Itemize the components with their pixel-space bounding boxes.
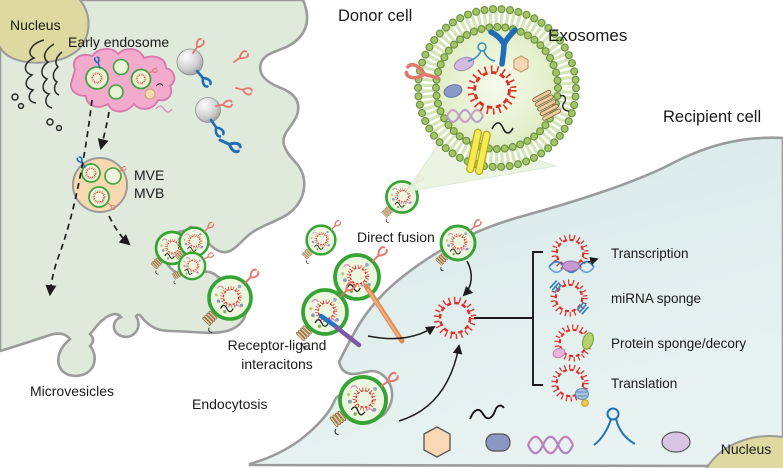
receptor-blue-icon: [488, 27, 518, 67]
label-mve: MVE: [134, 167, 164, 183]
label-receptor-ligand-2: interacitons: [241, 356, 313, 372]
lipid-bilayer: [414, 5, 580, 171]
hexagon-protein-icon: [423, 426, 451, 458]
recipient-nucleus: [705, 435, 783, 468]
membrane-protein-tan-icon: [532, 89, 562, 121]
rna-squiggle-icon: [469, 404, 505, 420]
function-item-transcription: [548, 237, 599, 274]
protein-purple-icon: [661, 431, 691, 453]
label-translation: Translation: [611, 376, 677, 391]
transport-vesicles: [176, 37, 254, 155]
cargo-rna-squiggle: [491, 122, 514, 134]
gray-vesicle: [176, 48, 204, 76]
cargo-trna-icon: [467, 42, 496, 62]
transcription-start-arrow: [587, 257, 599, 266]
function-item-translation: [554, 367, 590, 407]
label-mirna-sponge: miRNA sponge: [611, 291, 701, 306]
arrow-endo-release: [398, 344, 463, 422]
donor-nucleus: [0, 0, 90, 64]
arrow-mvb-to-release: [108, 215, 131, 246]
label-protein-sponge: Protein sponge/decory: [611, 336, 746, 351]
function-bracket: [474, 251, 543, 386]
label-transcription: Transcription: [611, 246, 689, 261]
large-exosome-detail: [403, 5, 580, 176]
gray-vesicle: [195, 97, 221, 123]
label-direct-fusion: Direct fusion: [357, 229, 435, 245]
label-receptor-ligand-1: Receptor-ligand: [228, 337, 327, 353]
function-item-mirna-sponge: [549, 281, 590, 315]
golgi-icon: [11, 39, 63, 132]
function-item-protein-sponge: [552, 327, 594, 360]
cargo-hexagon-icon: [513, 55, 529, 73]
recipient-cell-membrane: [248, 136, 783, 468]
uptake-arrows: [367, 260, 473, 422]
label-nucleus-donor: Nucleus: [10, 17, 61, 33]
label-recipient-cell: Recipient cell: [663, 108, 761, 126]
cargo-protein-blue-icon: [443, 84, 463, 98]
cargo-dna-helix-icon: [446, 109, 484, 123]
receptor-rod-purple-icon: [333, 324, 362, 348]
label-exosomes: Exosomes: [548, 26, 627, 45]
label-microvesicles: Microvesicles: [30, 383, 114, 399]
arrow-endosome-to-mvb: [97, 111, 110, 151]
channel-yellow-icon: [466, 128, 491, 176]
exosome-icon: [300, 220, 341, 264]
label-mvb: MVB: [134, 185, 164, 201]
membrane-receptors: [318, 283, 405, 348]
label-early-endosome: Early endosome: [68, 34, 169, 50]
cytoplasm-molecules: [423, 404, 691, 458]
arrow-signal-release: [367, 325, 436, 340]
label-donor-cell: Donor cell: [338, 7, 412, 25]
label-nucleus-recipient: Nucleus: [721, 441, 772, 457]
trafficking-arrows: [45, 99, 131, 297]
dna-helix-icon: [526, 435, 575, 455]
arrow-fusion-release: [462, 260, 473, 297]
trna-icon: [593, 407, 636, 446]
early-endosome-body: [70, 48, 176, 113]
mvb-body: [72, 155, 128, 213]
protein-blue-icon: [485, 433, 511, 452]
protein-tail-squiggle: [559, 94, 570, 112]
label-endocytosis: Endocytosis: [192, 396, 267, 412]
